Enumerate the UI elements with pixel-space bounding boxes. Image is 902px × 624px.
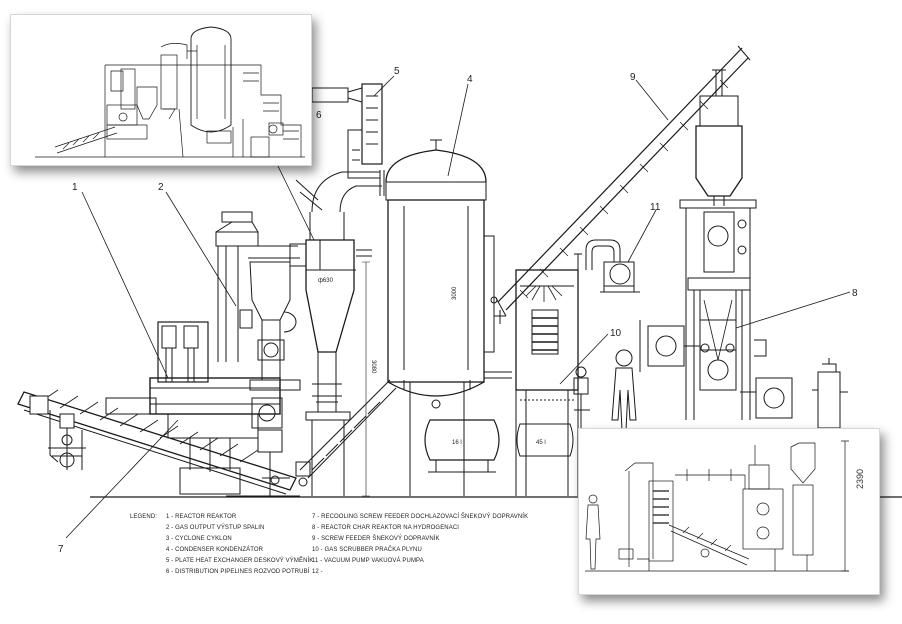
plate-heat-exchanger bbox=[311, 83, 383, 179]
cyclone-height-dim bbox=[362, 261, 370, 497]
cyclone bbox=[295, 170, 397, 496]
legend-item: 10 - GAS SCRUBBER PRAČKA PLYNU bbox=[312, 547, 422, 553]
inset-height-label: 2390 bbox=[855, 468, 865, 489]
callout-9: 9 bbox=[630, 72, 636, 83]
legend-item: 1 - REACTOR REAKTOR bbox=[166, 514, 237, 520]
reactor-char bbox=[639, 69, 848, 429]
tank-16-label: 16 l bbox=[452, 440, 462, 446]
legend-item: 7 - RECOOLING SCREW FEEDER DOCHLAZOVACÍ … bbox=[312, 514, 529, 520]
legend-title: LEGEND: bbox=[130, 514, 158, 520]
gas-scrubber bbox=[515, 253, 590, 496]
legend-item: 5 - PLATE HEAT EXCHANGER DESKOVÝ VÝMĚNÍK bbox=[166, 558, 314, 564]
overview-inset bbox=[10, 14, 312, 166]
callout-2: 2 bbox=[158, 182, 164, 193]
cyclone-diameter-label: ф630 bbox=[318, 278, 334, 284]
condenser bbox=[385, 139, 512, 496]
legend-item: 12 - bbox=[312, 569, 323, 575]
legend-item: 3 - CYCLONE CYKLON bbox=[166, 536, 232, 542]
condenser-height-label: 3000 bbox=[452, 286, 458, 300]
overview-drawing bbox=[35, 26, 305, 158]
side-view-drawing bbox=[585, 440, 849, 572]
callout-7: 7 bbox=[58, 544, 64, 555]
vacuum-pump bbox=[585, 239, 640, 293]
legend-item: 2 - GAS OUTPUT VÝSTUP SPALIN bbox=[166, 525, 265, 531]
tank-16 bbox=[424, 419, 500, 473]
tank-45-label: 45 l bbox=[536, 440, 546, 446]
callout-8: 8 bbox=[852, 288, 858, 299]
legend-item: 9 - SCREW FEEDER ŠNEKOVÝ DOPRAVNÍK bbox=[312, 536, 440, 542]
screw-feeder bbox=[495, 45, 751, 317]
legend-item: 11 - VACUUM PUMP VAKUOVÁ PUMPA bbox=[312, 558, 424, 564]
legend-item: 4 - CONDENSER KONDENZÁTOR bbox=[166, 547, 264, 553]
side-view-inset: 2390 bbox=[578, 428, 880, 595]
callout-5: 5 bbox=[394, 66, 400, 77]
human-scale-figure bbox=[611, 349, 637, 431]
callout-10: 10 bbox=[610, 328, 622, 339]
legend-item: 6 - DISTRIBUTION PIPELINES ROZVOD POTRUB… bbox=[166, 569, 310, 575]
callout-6: 6 bbox=[316, 110, 322, 121]
legend-item: 8 - REACTOR CHAR REAKTOR NA HYDROGENACI bbox=[312, 525, 460, 531]
cyclone-height-label: 3080 bbox=[370, 360, 376, 374]
reactor bbox=[105, 321, 300, 497]
callout-4: 4 bbox=[467, 74, 473, 85]
leader-lines bbox=[65, 75, 851, 539]
gas-output bbox=[215, 211, 307, 391]
callout-1: 1 bbox=[72, 182, 78, 193]
callout-11: 11 bbox=[650, 202, 661, 213]
